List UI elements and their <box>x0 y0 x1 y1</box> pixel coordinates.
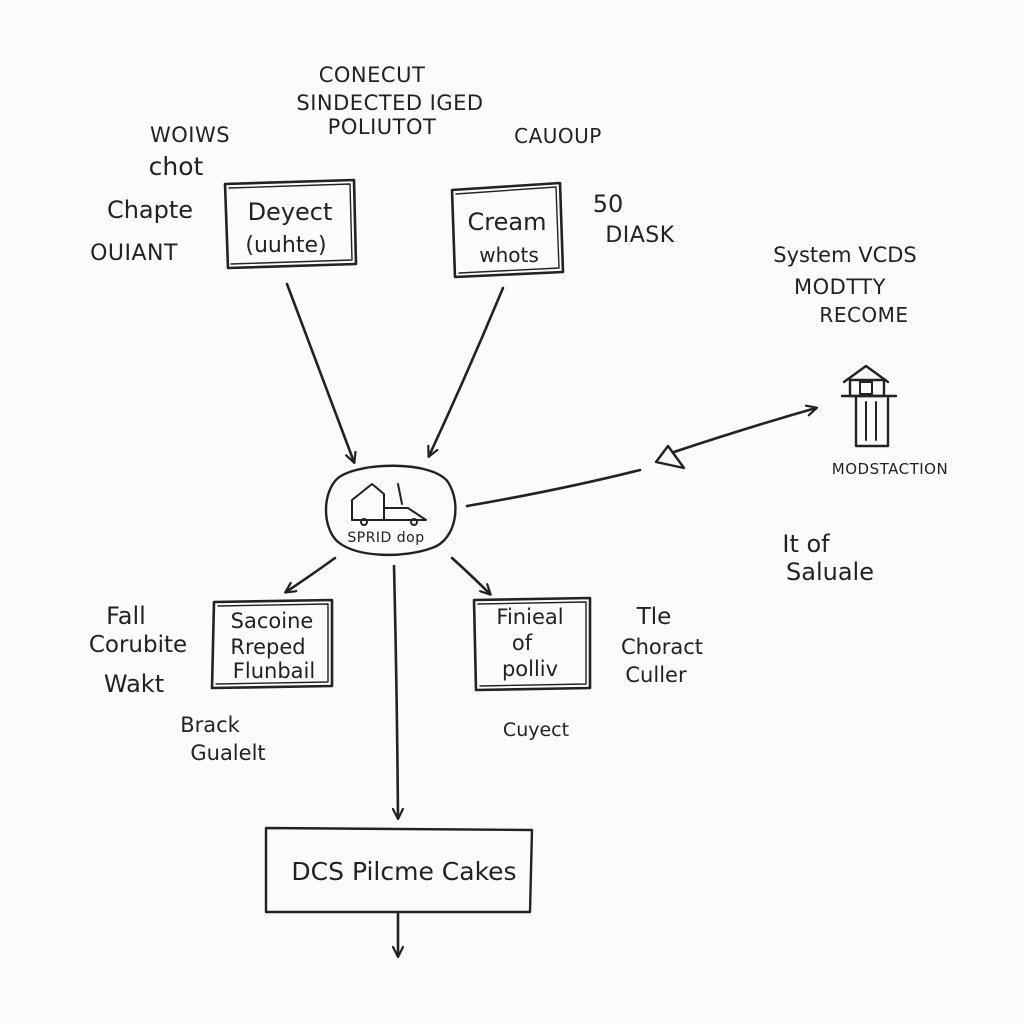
node-box-bottom-right: Finieal of polliv <box>472 596 592 692</box>
node-box-bottom-left: Sacoine Rreped Flunbail <box>210 598 334 690</box>
connector-arrowhead <box>654 444 686 470</box>
car-icon <box>351 483 427 526</box>
node-label: (uuhte) <box>245 233 326 258</box>
label-line: Wakt <box>104 670 164 698</box>
node-label: Sacoine <box>231 609 314 633</box>
flow-arrow <box>672 408 816 454</box>
system-note: System VCDS MODTTY RECOME <box>773 243 917 327</box>
right-mid-note: Tle Choract Culler <box>621 604 703 687</box>
label-line: Choract <box>621 635 703 659</box>
node-box-left: Deyect (uuhte) <box>223 178 358 270</box>
label-line: Chapte <box>107 196 193 224</box>
flow-arrow <box>394 564 398 818</box>
header-line: SINDECTED IGED <box>296 91 483 115</box>
bottom-left-note: Fall Corubite Wakt <box>89 602 187 698</box>
label-line: Fall <box>106 602 146 630</box>
label-line: OUIANT <box>90 241 178 266</box>
right-note: It of Saluale <box>782 530 874 586</box>
label-line: RECOME <box>819 303 908 327</box>
label-line: Culler <box>625 663 687 687</box>
flow-arrow <box>286 556 337 592</box>
flow-arrow <box>285 282 354 462</box>
node-label: whots <box>479 243 539 267</box>
label-line: Gualelt <box>190 741 265 765</box>
label-line: Saluale <box>786 558 874 586</box>
label-line: MODTTY <box>794 275 886 299</box>
hub-caption: SPRID dop <box>347 530 424 546</box>
node-label: of <box>512 631 533 655</box>
node-label: Rreped <box>230 635 305 659</box>
connector-line <box>465 468 642 508</box>
flow-arrow <box>429 286 505 456</box>
node-label: Deyect <box>248 198 333 226</box>
top-right-label: CAUOUP <box>514 124 602 148</box>
node-label: polliv <box>502 657 558 681</box>
label-line: System VCDS <box>773 243 917 267</box>
label-line: Corubite <box>89 632 187 658</box>
label-line: It of <box>782 530 830 558</box>
header-line: CONECUT <box>319 63 426 87</box>
diagram-header: CONECUT SINDECTED IGED POLIUTOT <box>296 63 483 139</box>
label-line: chot <box>149 152 204 181</box>
node-label: Flunbail <box>233 659 315 683</box>
node-box-final: DCS Pilcme Cakes <box>264 826 534 914</box>
building-icon <box>840 364 898 448</box>
node-box-right: Cream whots <box>450 181 565 279</box>
label-line: Brack <box>180 713 240 737</box>
node-label: Cream <box>468 208 547 236</box>
label-line: Tle <box>636 604 672 630</box>
hub-node: SPRID dop <box>324 464 457 557</box>
top-left-label: WOIWS chot <box>149 123 230 181</box>
node-label: DCS Pilcme Cakes <box>291 857 516 886</box>
node-label: Finieal <box>496 605 563 629</box>
count-value: 50 <box>593 190 624 218</box>
below-right-label: Cuyect <box>503 719 569 741</box>
flow-arrow <box>450 556 490 594</box>
header-line: POLIUTOT <box>328 115 437 139</box>
label-line: WOIWS <box>150 123 230 147</box>
count-unit: DIASK <box>605 223 674 248</box>
icon-caption: MODSTACTION <box>832 460 948 478</box>
left-side-label: Chapte OUIANT <box>90 196 193 266</box>
bottom-left-subnote: Brack Gualelt <box>180 713 265 765</box>
